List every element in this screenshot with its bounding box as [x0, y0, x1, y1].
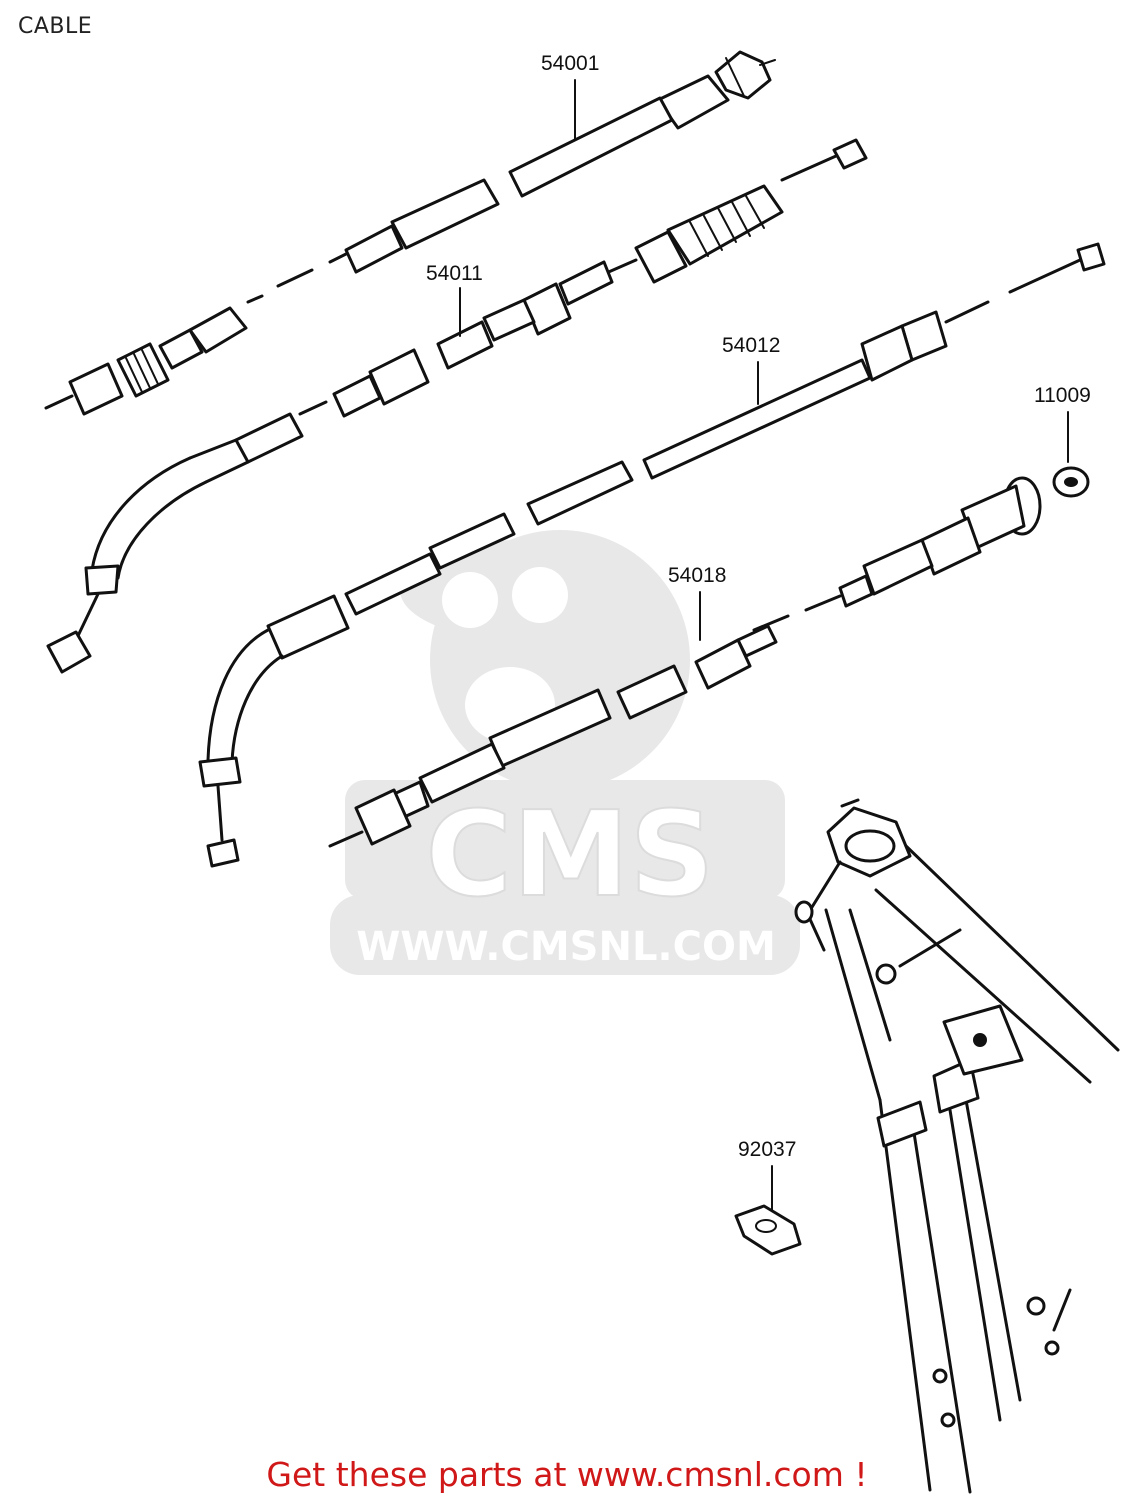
- callout-92037: 92037: [738, 1138, 796, 1161]
- cable-54011: 54011: [46, 138, 868, 674]
- motorcycle-frame: [794, 798, 1120, 1494]
- washer-11009: 11009: [1034, 384, 1091, 498]
- callout-54012: 54012: [722, 334, 780, 357]
- cable-54012: 54012: [198, 242, 1106, 868]
- footer-link[interactable]: Get these parts at www.cmsnl.com !: [0, 1455, 1134, 1494]
- cable-54018: 54018: [328, 476, 1042, 848]
- callout-54001: 54001: [541, 52, 599, 75]
- callout-11009: 11009: [1034, 384, 1091, 407]
- cable-54001: 54001: [44, 50, 776, 416]
- watermark-logo: CMS: [425, 785, 714, 923]
- footer-link-text[interactable]: Get these parts at www.cmsnl.com !: [266, 1455, 868, 1494]
- callout-54011: 54011: [426, 262, 483, 285]
- page-title: CABLE: [18, 14, 93, 39]
- callout-54018: 54018: [668, 564, 726, 587]
- cmsnl-watermark: CMS WWW.CMSNL.COM: [330, 530, 800, 975]
- watermark-url: WWW.CMSNL.COM: [356, 924, 776, 970]
- clamp-92037: 92037: [734, 1138, 802, 1256]
